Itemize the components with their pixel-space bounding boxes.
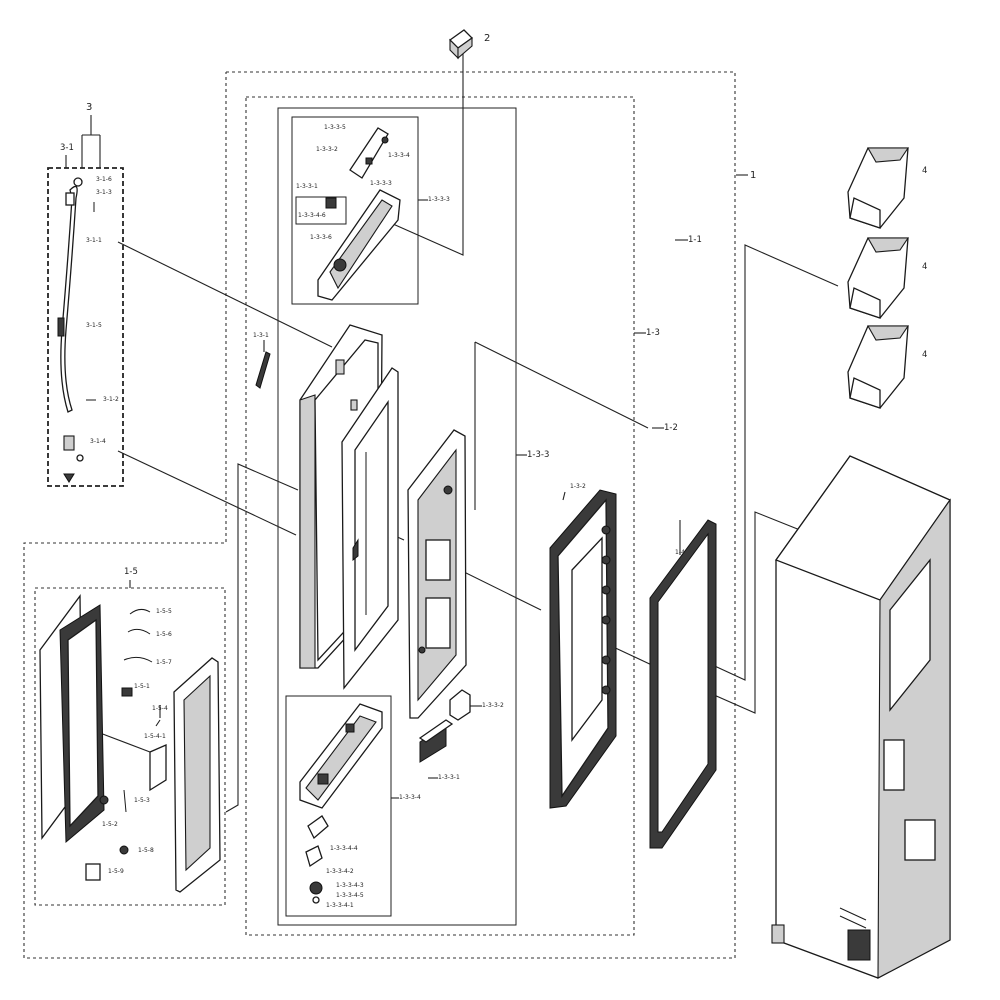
label-2: 2 [484, 33, 491, 44]
group-1-3-boundary [245, 96, 635, 936]
label-1-3-3-1: 1-3-3-1 [438, 774, 460, 781]
label-1-5-8: 1-5-8 [138, 847, 154, 854]
inset-label-1-3-3-5: 1-3-3-5 [324, 124, 346, 131]
label-1-3-1: 1-3-1 [253, 332, 269, 339]
group-1-3-3-boundary [277, 107, 517, 926]
inset-bottom-boundary [285, 695, 392, 917]
door-bin-4-bottom [847, 325, 910, 409]
label-1-5-7: 1-5-7 [156, 659, 172, 666]
label-3-1-5: 3-1-5 [86, 322, 102, 329]
label-1-3: 1-3 [646, 328, 660, 338]
inset-sub-boundary [295, 196, 347, 225]
inset-top-boundary [291, 116, 419, 305]
group-1-boundary [23, 71, 736, 959]
label-1: 1 [750, 170, 757, 181]
label-3-1: 3-1 [60, 143, 74, 153]
part-1-5-assembly [39, 594, 221, 893]
label-1-5-4: 1-5-4 [152, 705, 168, 712]
label-1-3-3-2: 1-3-3-2 [482, 702, 504, 709]
inset-label-1-3-3-3: 1-3-3-3 [370, 180, 392, 187]
label-1-5-4-1: 1-5-4-1 [144, 733, 166, 740]
inset-label-1-3-3-2: 1-3-3-2 [316, 146, 338, 153]
inset-label-1-3-3-6: 1-3-3-6 [310, 234, 332, 241]
door-inner-panel [407, 429, 467, 719]
label-1-3-3-3: 1-3-3-3 [428, 196, 450, 203]
label-1-5-1: 1-5-1 [134, 683, 150, 690]
gasket-1-4 [649, 519, 717, 849]
group-1-5-boundary [34, 587, 226, 906]
label-1-5-6: 1-5-6 [156, 631, 172, 638]
door-bin-4-middle [847, 237, 910, 319]
label-1-4: 1-4 [675, 549, 685, 556]
label-4-top: 4 [922, 166, 928, 176]
label-1-3-3-4-4: 1-3-3-4-4 [330, 845, 358, 852]
label-1-3-2: 1-3-2 [570, 483, 586, 490]
label-1-1: 1-1 [688, 235, 702, 245]
label-1-5-9: 1-5-9 [108, 868, 124, 875]
door-liner-frame [341, 367, 399, 690]
part-3-1-handle [57, 177, 96, 483]
label-1-3-3-4: 1-3-3-4 [399, 794, 421, 801]
inset-label-1-3-3-4: 1-3-3-4 [388, 152, 410, 159]
label-4-middle: 4 [922, 262, 928, 272]
inset-bottom-assembly [299, 703, 383, 904]
inset-label-1-3-3-4-6: 1-3-3-4-6 [298, 212, 326, 219]
label-1-5: 1-5 [124, 567, 138, 577]
label-3-1-2: 3-1-2 [103, 396, 119, 403]
label-3: 3 [86, 102, 93, 113]
gasket-frame-1-3-2 [549, 489, 617, 809]
label-1-3-3-4-1: 1-3-3-4-1 [326, 902, 354, 909]
label-1-5-2: 1-5-2 [102, 821, 118, 828]
label-1-3-3-4-3: 1-3-3-4-3 [336, 882, 364, 889]
part-1-3-3-2-bracket [418, 689, 471, 763]
label-3-1-1: 3-1-1 [86, 237, 102, 244]
inset-top-assembly [317, 127, 401, 301]
part-1-3-1 [255, 351, 271, 389]
part-2-clip [448, 29, 474, 60]
label-1-3-3: 1-3-3 [527, 450, 550, 460]
label-1-5-3: 1-5-3 [134, 797, 150, 804]
group-3-1-boundary [47, 167, 124, 487]
label-3-1-6: 3-1-6 [96, 176, 112, 183]
label-4-bottom: 4 [922, 350, 928, 360]
door-bin-4-top [847, 147, 910, 229]
label-1-5-5: 1-5-5 [156, 608, 172, 615]
label-1-2: 1-2 [664, 423, 678, 433]
refrigerator-cabinet [771, 455, 951, 979]
label-1-3-3-4-5: 1-3-3-4-5 [336, 892, 364, 899]
label-3-1-4: 3-1-4 [90, 438, 106, 445]
label-1-3-3-4-2: 1-3-3-4-2 [326, 868, 354, 875]
inset-label-1-3-3-1: 1-3-3-1 [296, 183, 318, 190]
label-3-1-3: 3-1-3 [96, 189, 112, 196]
